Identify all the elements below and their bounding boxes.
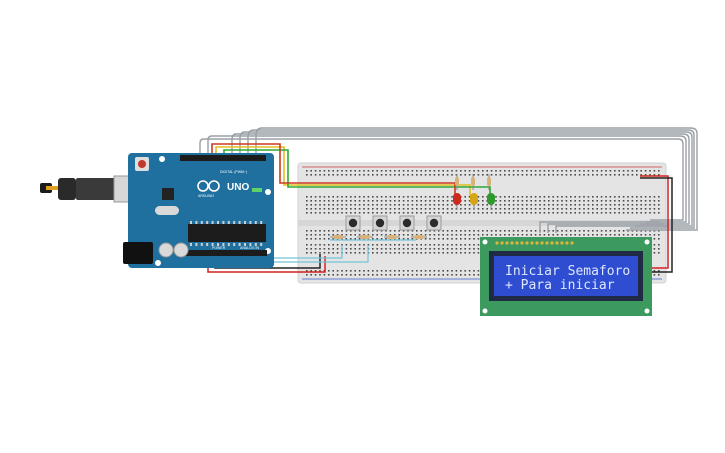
analog-power-header[interactable]: [185, 250, 267, 256]
resistor-led-2[interactable]: [471, 174, 475, 190]
resistor-led-3[interactable]: [487, 174, 491, 190]
yellow-led[interactable]: [470, 193, 478, 210]
arduino-uno-board[interactable]: UNO ARDUINO DIGITAL (PWM~) POWER ANALOG …: [123, 153, 274, 268]
resistors[interactable]: [330, 174, 491, 239]
push-button-4[interactable]: [426, 215, 442, 231]
power-label: POWER: [212, 246, 226, 250]
on-led: [252, 188, 262, 192]
analog-label: ANALOG IN: [240, 246, 260, 250]
push-button-1[interactable]: [345, 215, 361, 231]
resistor-btn-2[interactable]: [357, 235, 373, 239]
lcd-pin-header[interactable]: [495, 241, 574, 245]
led-wires[interactable]: [211, 143, 491, 196]
green-led[interactable]: [487, 193, 495, 210]
crystal: [155, 206, 179, 215]
push-button-2[interactable]: [372, 215, 388, 231]
push-button-3[interactable]: [399, 215, 415, 231]
digital-header[interactable]: [180, 155, 266, 161]
red-led[interactable]: [453, 193, 461, 210]
usb-chip: [162, 188, 174, 200]
resistor-btn-4[interactable]: [411, 235, 427, 239]
lcd-line-2: + Para iniciar: [505, 278, 615, 293]
resistor-btn-1[interactable]: [330, 235, 346, 239]
power-jack[interactable]: [123, 242, 153, 264]
digital-label: DIGITAL (PWM~): [220, 170, 247, 174]
model-label: UNO: [227, 182, 249, 193]
resistor-led-1[interactable]: [455, 174, 459, 190]
brand-label: ARDUINO: [198, 194, 214, 198]
traffic-leds[interactable]: [453, 193, 495, 210]
resistor-btn-3[interactable]: [384, 235, 400, 239]
lcd-screen: [494, 256, 638, 296]
capacitor-1: [158, 242, 174, 258]
reset-button-cap[interactable]: [138, 160, 146, 168]
lcd-line-1: Iniciar Semaforo: [505, 264, 630, 279]
push-buttons[interactable]: [345, 215, 442, 231]
lcd-16x2[interactable]: Iniciar Semaforo + Para iniciar: [480, 237, 652, 316]
capacitor-2: [173, 242, 189, 258]
wire-bundle[interactable]: [199, 127, 698, 233]
arduino-logo: UNO ARDUINO: [197, 180, 249, 198]
atmega-pins: [190, 221, 263, 246]
atmega-chip: [188, 224, 266, 242]
